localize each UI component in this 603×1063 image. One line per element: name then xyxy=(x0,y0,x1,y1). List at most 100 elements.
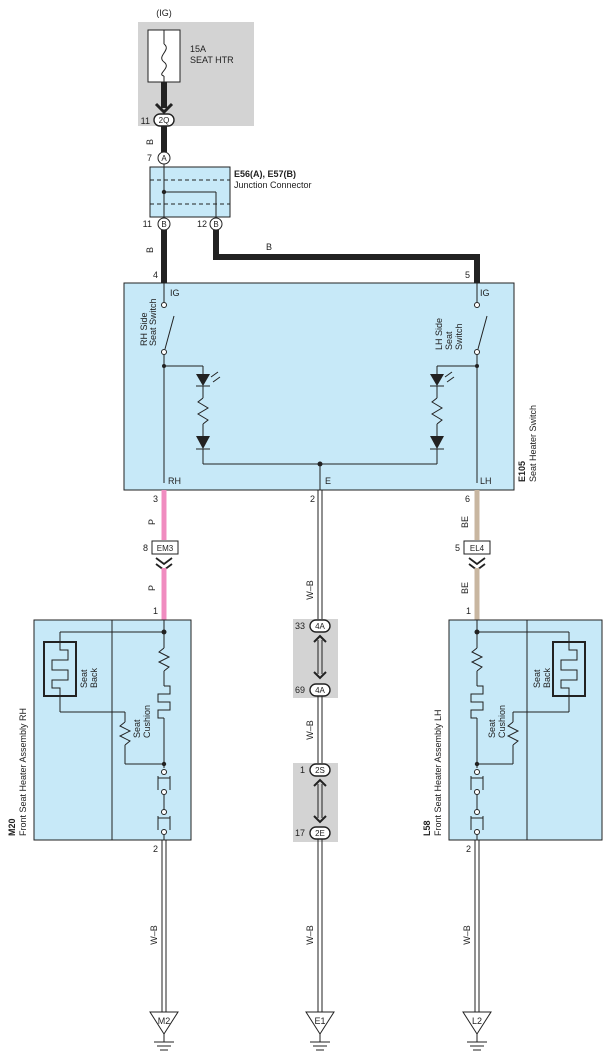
svg-text:4: 4 xyxy=(153,270,158,280)
ground-m2: M2 xyxy=(149,1011,179,1051)
svg-text:Seat Switch: Seat Switch xyxy=(148,298,158,346)
lh-indicator-resistor-icon xyxy=(431,397,443,425)
wire-b-lh-ig xyxy=(213,230,480,283)
connector-4a-top xyxy=(309,619,331,633)
svg-text:Seat: Seat xyxy=(132,719,142,738)
rh-indicator-resistor-icon xyxy=(197,397,209,425)
svg-text:33: 33 xyxy=(295,621,305,631)
svg-text:11: 11 xyxy=(143,219,152,229)
lh-seat-heater-assembly: Seat Back Seat Cushion L58 Front Seat He… xyxy=(422,619,603,841)
rh-indicator-led-icon xyxy=(196,374,210,386)
svg-text:E: E xyxy=(325,476,331,486)
fuse-rating: 15A xyxy=(190,44,206,54)
connector-el4 xyxy=(463,540,491,555)
svg-text:BE: BE xyxy=(460,582,470,594)
svg-text:2E: 2E xyxy=(315,829,325,838)
switch-name: Seat Heater Switch xyxy=(528,405,538,482)
svg-text:LH: LH xyxy=(480,476,492,486)
junction-name: Junction Connector xyxy=(234,180,312,190)
svg-text:L2: L2 xyxy=(472,1016,482,1026)
svg-text:2: 2 xyxy=(310,494,315,504)
svg-text:B: B xyxy=(213,220,218,229)
lh-switch-icon xyxy=(477,315,488,350)
lh-cushion-element-icon xyxy=(470,685,484,719)
seat-heater-switch: IG IG RH Side Seat Switch LH Side Seat S… xyxy=(123,282,538,491)
center-ground-wire: W–B 4A 33 4A 69 W–B 2S 1 2E 17 W–B xyxy=(293,490,338,1012)
fuse-pin-number: 11 xyxy=(141,116,150,126)
rh-back-resistor-icon xyxy=(118,721,132,746)
wire-color-b: B xyxy=(145,139,155,145)
svg-text:EM3: EM3 xyxy=(157,544,174,553)
lh-indicator-diode-icon xyxy=(430,436,444,449)
svg-text:Cushion: Cushion xyxy=(497,705,507,738)
svg-text:W–B: W–B xyxy=(305,720,315,740)
lh-cushion-resistor-icon xyxy=(470,647,484,672)
svg-text:W–B: W–B xyxy=(462,925,472,945)
ground-icon xyxy=(149,1011,179,1035)
svg-text:B: B xyxy=(145,247,155,253)
ground-icon xyxy=(462,1011,492,1035)
svg-text:5: 5 xyxy=(465,270,470,280)
svg-text:2: 2 xyxy=(153,844,158,854)
svg-text:6: 6 xyxy=(465,494,470,504)
svg-text:2Q: 2Q xyxy=(159,116,170,125)
svg-text:1: 1 xyxy=(466,606,471,616)
svg-text:1: 1 xyxy=(300,765,305,775)
ground-l2: L2 xyxy=(462,1011,492,1051)
svg-text:5: 5 xyxy=(455,543,460,553)
svg-text:LH Side: LH Side xyxy=(434,318,444,350)
svg-text:E1: E1 xyxy=(314,1016,325,1026)
fuse-name: SEAT HTR xyxy=(190,55,234,65)
svg-text:3: 3 xyxy=(153,494,158,504)
svg-text:BE: BE xyxy=(460,516,470,528)
svg-text:69: 69 xyxy=(295,685,305,695)
lh-seat-back-element-icon xyxy=(560,642,578,696)
rh-seat-heater-assembly: Seat Back Seat Cushion M20 Front Seat He… xyxy=(7,619,192,841)
fuse-block: (IG) 15A SEAT HTR xyxy=(138,8,254,126)
rh-heater-name: Front Seat Heater Assembly RH xyxy=(18,708,28,836)
junction-connector: E56(A), E57(B) Junction Connector xyxy=(149,164,312,218)
svg-text:EL4: EL4 xyxy=(470,544,485,553)
connector-4a-bottom xyxy=(309,683,331,697)
rh-cushion-element-icon xyxy=(157,685,171,719)
lh-heater-name: Front Seat Heater Assembly LH xyxy=(433,709,443,836)
lh-heater-id: L58 xyxy=(422,820,432,836)
rh-seat-back-element-icon xyxy=(51,642,69,696)
svg-text:Switch: Switch xyxy=(454,323,464,350)
svg-text:RH Side: RH Side xyxy=(139,312,149,346)
svg-text:12: 12 xyxy=(197,219,207,229)
svg-text:P: P xyxy=(147,519,157,525)
ground-icon xyxy=(305,1011,335,1035)
rh-heater-id: M20 xyxy=(7,818,17,836)
svg-text:7: 7 xyxy=(147,153,152,163)
svg-text:8: 8 xyxy=(143,543,148,553)
svg-text:RH: RH xyxy=(168,476,181,486)
fuse-power-label: (IG) xyxy=(156,8,172,18)
svg-text:B: B xyxy=(161,220,166,229)
svg-text:Seat: Seat xyxy=(444,331,454,350)
svg-text:M2: M2 xyxy=(158,1016,171,1026)
svg-text:A: A xyxy=(161,154,167,163)
svg-text:IG: IG xyxy=(480,288,490,298)
connector-chevron-icon xyxy=(154,102,174,115)
rh-switch-icon xyxy=(164,315,175,350)
svg-text:B: B xyxy=(266,242,272,252)
svg-text:17: 17 xyxy=(295,828,305,838)
svg-text:Seat: Seat xyxy=(487,719,497,738)
svg-text:Seat: Seat xyxy=(79,669,89,688)
svg-text:2S: 2S xyxy=(315,766,325,775)
svg-text:IG: IG xyxy=(170,288,180,298)
svg-text:Seat: Seat xyxy=(532,669,542,688)
junction-ids: E56(A), E57(B) xyxy=(234,169,296,179)
ground-e1: E1 xyxy=(305,1011,335,1051)
svg-text:4A: 4A xyxy=(315,686,325,695)
rh-cushion-resistor-icon xyxy=(157,647,171,672)
connector-2e xyxy=(309,826,331,840)
svg-text:4A: 4A xyxy=(315,622,325,631)
svg-text:Back: Back xyxy=(89,667,99,688)
rh-indicator-diode-icon xyxy=(196,436,210,449)
svg-text:P: P xyxy=(147,585,157,591)
svg-text:W–B: W–B xyxy=(149,925,159,945)
svg-text:Back: Back xyxy=(542,667,552,688)
